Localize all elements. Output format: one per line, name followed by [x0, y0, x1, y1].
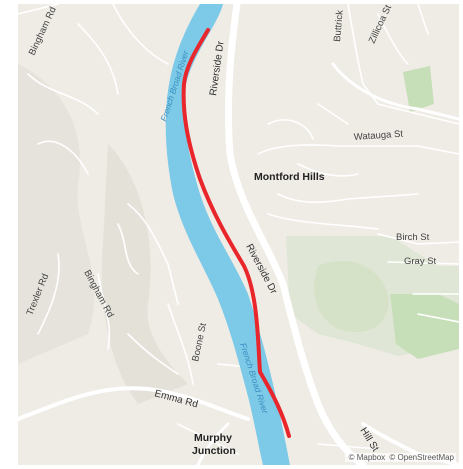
land-background — [18, 4, 459, 465]
park-area — [403, 66, 434, 112]
label-murphy: Murphy — [194, 432, 232, 444]
map-view[interactable]: Bingham Rd French Broad River Riverside … — [18, 4, 459, 465]
terrain-shading — [18, 64, 95, 364]
map-attribution[interactable]: © Mapbox © OpenStreetMap — [344, 453, 456, 462]
attribution-osm[interactable]: © OpenStreetMap — [389, 453, 454, 462]
route-line — [181, 28, 291, 438]
map-canvas[interactable]: Bingham Rd French Broad River Riverside … — [18, 4, 459, 465]
attribution-mapbox[interactable]: © Mapbox — [348, 453, 386, 462]
label-junction: Junction — [192, 445, 236, 457]
label-montford-hills: Montford Hills — [254, 171, 325, 183]
terrain-shading — [101, 144, 188, 404]
emma-rd-road — [18, 386, 250, 421]
riverside-dr-road — [224, 4, 367, 465]
minor-roads — [18, 4, 459, 455]
label-buttrick: Buttrick — [332, 10, 346, 43]
label-gray-st: Gray St — [404, 256, 437, 267]
watauga-road — [331, 62, 459, 121]
label-watauga-st: Watauga St — [353, 129, 403, 143]
park-area — [390, 294, 459, 359]
murphy-road — [196, 422, 230, 465]
label-birch-st: Birch St — [396, 232, 430, 243]
park-area — [314, 261, 389, 333]
